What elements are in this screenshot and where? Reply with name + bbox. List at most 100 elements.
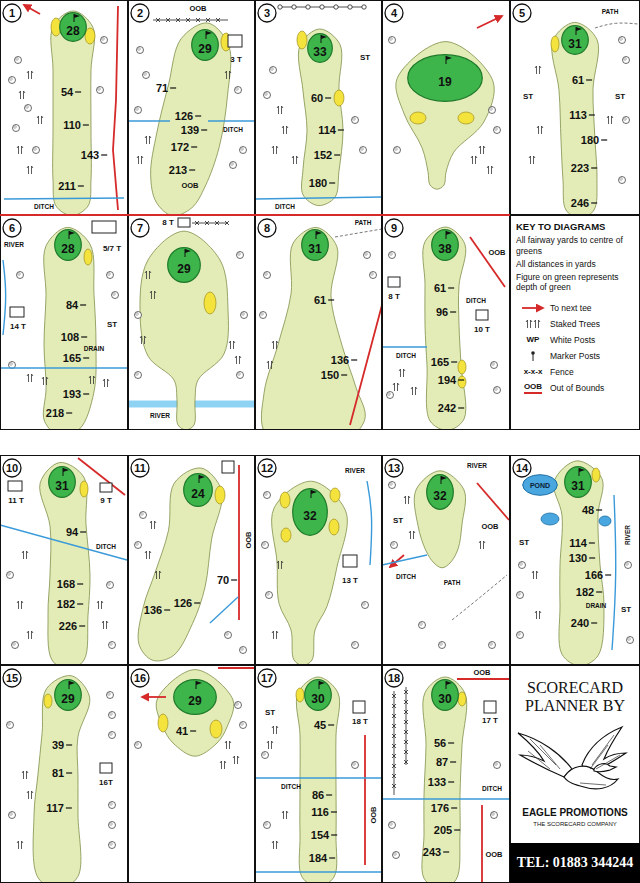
putting-green: 31 bbox=[564, 466, 592, 498]
label-holder: ST bbox=[519, 539, 529, 547]
label-holder: 113 bbox=[569, 110, 587, 121]
label-holder: OOB bbox=[181, 182, 198, 190]
yardage-number: 205 bbox=[434, 825, 452, 836]
yardage-number: 246 bbox=[571, 198, 589, 209]
shape-label: 6 bbox=[9, 223, 15, 234]
tree bbox=[264, 822, 271, 829]
panel-border bbox=[511, 1, 640, 215]
yardage-tick bbox=[450, 761, 456, 762]
course-label: DITCH bbox=[223, 127, 243, 134]
tree bbox=[101, 37, 108, 44]
green-fill bbox=[565, 467, 592, 498]
hole-clip bbox=[7, 676, 116, 883]
shape-label: 16 bbox=[134, 673, 146, 684]
tree-detail bbox=[392, 543, 395, 546]
tree-detail bbox=[620, 38, 623, 41]
tree bbox=[240, 722, 247, 729]
tree-detail bbox=[620, 178, 623, 181]
tree bbox=[135, 542, 142, 549]
shape-label: 13 bbox=[388, 463, 400, 474]
tree-detail bbox=[226, 633, 229, 636]
yardage-number: 45 bbox=[314, 720, 326, 731]
hole-drawing bbox=[382, 471, 509, 649]
tree bbox=[270, 67, 277, 74]
hole-number: 11 bbox=[130, 458, 150, 478]
yardage-number: 211 bbox=[58, 181, 76, 192]
fairway bbox=[138, 468, 222, 661]
yardage-tick bbox=[77, 583, 83, 584]
tree bbox=[389, 37, 396, 44]
fairway bbox=[296, 677, 339, 883]
tree bbox=[627, 637, 634, 644]
tree-detail bbox=[136, 743, 139, 746]
panel-border bbox=[129, 666, 255, 883]
bunker bbox=[80, 481, 88, 497]
label-holder: 193 bbox=[63, 389, 81, 400]
label-holder: THE SCORECARD COMPANY bbox=[533, 821, 617, 827]
tree-detail bbox=[108, 273, 111, 276]
label-holder: 87 bbox=[436, 757, 448, 768]
label-holder: DITCH bbox=[223, 127, 243, 134]
yardage-tick bbox=[78, 185, 84, 186]
yardage-tick bbox=[101, 154, 107, 155]
ditch-line bbox=[255, 197, 382, 199]
putting-green: 28 bbox=[54, 229, 82, 261]
key-note: All fairway yards to centre of greens bbox=[516, 235, 634, 255]
tree bbox=[9, 77, 16, 84]
hole-panel: 831PATH61136150 bbox=[255, 215, 382, 430]
fence-line bbox=[153, 20, 228, 21]
yardage-number: 226 bbox=[59, 621, 77, 632]
tree-detail bbox=[141, 513, 144, 516]
legend-row: Marker Posts bbox=[516, 348, 634, 364]
tree bbox=[625, 562, 632, 569]
tree-detail bbox=[267, 593, 270, 596]
tree bbox=[25, 105, 32, 112]
tree bbox=[419, 622, 426, 629]
yardage-number: 94 bbox=[66, 527, 78, 538]
course-label: OOB bbox=[370, 806, 378, 823]
green-fill bbox=[305, 680, 332, 711]
staked-tree bbox=[102, 621, 108, 629]
yardage-number: 41 bbox=[176, 726, 188, 737]
ditch-line bbox=[4, 198, 124, 199]
staked-tree bbox=[155, 571, 161, 579]
yardage-tick bbox=[458, 379, 464, 380]
tree-detail bbox=[495, 388, 498, 391]
label-holder: OOB bbox=[189, 5, 206, 13]
label-holder: 136 bbox=[331, 355, 349, 366]
green-fill bbox=[184, 474, 213, 507]
tree-detail bbox=[263, 543, 266, 546]
label-holder: 168 bbox=[57, 579, 75, 590]
out-of-bounds-line bbox=[470, 237, 505, 287]
staked-tree bbox=[137, 156, 143, 164]
hole-panel: 333ST60114152180DITCH bbox=[255, 0, 382, 215]
staked-tree bbox=[607, 116, 613, 124]
staked-tree bbox=[145, 271, 151, 279]
tree-detail bbox=[110, 713, 113, 716]
tree bbox=[264, 272, 271, 279]
shape-label: 15 bbox=[6, 673, 18, 684]
course-label: ST bbox=[519, 539, 529, 547]
hole-drawing bbox=[0, 458, 127, 670]
hole-drawing bbox=[255, 5, 382, 206]
yardage-number: 143 bbox=[81, 150, 99, 161]
label-holder: RIVER bbox=[625, 525, 632, 545]
putting-green: 24 bbox=[183, 473, 213, 507]
label-holder: DITCH bbox=[34, 204, 54, 211]
tree-detail bbox=[265, 273, 268, 276]
panel-border bbox=[1, 666, 128, 883]
bunker bbox=[334, 90, 344, 106]
label-holder: 18 T bbox=[352, 718, 368, 726]
yardage-number: 176 bbox=[431, 803, 449, 814]
yardage-tick bbox=[81, 336, 87, 337]
label-holder: 61 bbox=[434, 283, 446, 294]
yardage-tick bbox=[450, 311, 456, 312]
green-fill bbox=[302, 230, 329, 261]
yardage-tick bbox=[589, 114, 595, 115]
bunker bbox=[280, 492, 290, 508]
putting-green: 32 bbox=[292, 488, 328, 536]
hole-clip bbox=[382, 227, 505, 430]
fairway bbox=[272, 481, 348, 665]
hole-number: 15 bbox=[2, 668, 22, 688]
